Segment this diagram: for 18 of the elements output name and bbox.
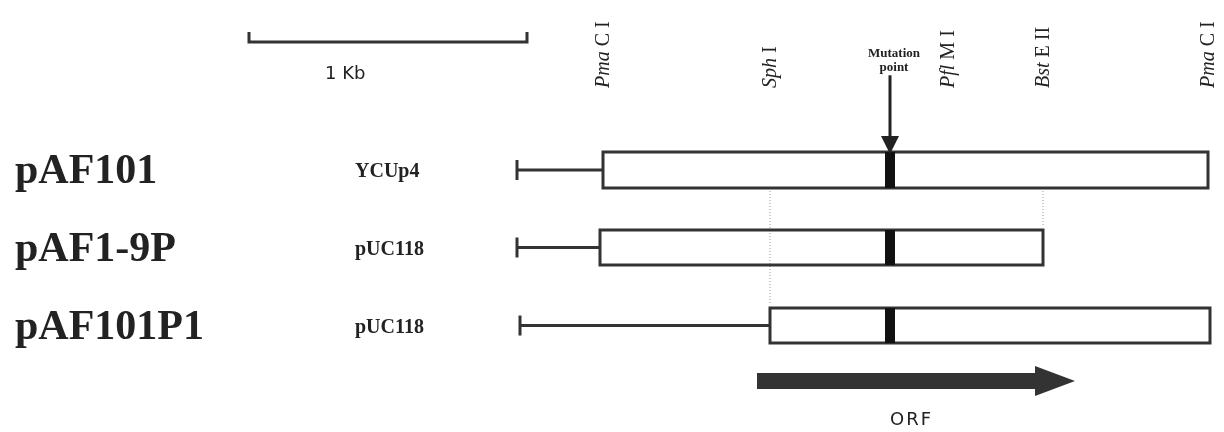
plasmid-name: pAF1-9P — [15, 226, 176, 268]
site-label: Pma C I — [1197, 21, 1217, 88]
vector-name: pUC118 — [355, 238, 424, 258]
site-label: Pfl M I — [937, 30, 957, 88]
vector-name: YCUp4 — [355, 160, 420, 180]
site-label: Sph I — [759, 46, 779, 88]
plasmid-name: pAF101 — [15, 148, 158, 190]
mutation-mark — [885, 230, 895, 265]
callout-text: Mutation point — [862, 46, 926, 74]
orf-label: ORF — [890, 410, 934, 428]
leader-arrow — [881, 75, 899, 154]
scale-label: 1 Kb — [325, 64, 366, 82]
site-label: Bst E II — [1032, 26, 1052, 88]
vector-name: pUC118 — [355, 316, 424, 336]
plasmid-name: pAF101P1 — [15, 304, 204, 346]
mutation-mark — [885, 308, 895, 343]
mutation-mark — [885, 152, 895, 188]
site-label: Pma C I — [592, 21, 612, 88]
